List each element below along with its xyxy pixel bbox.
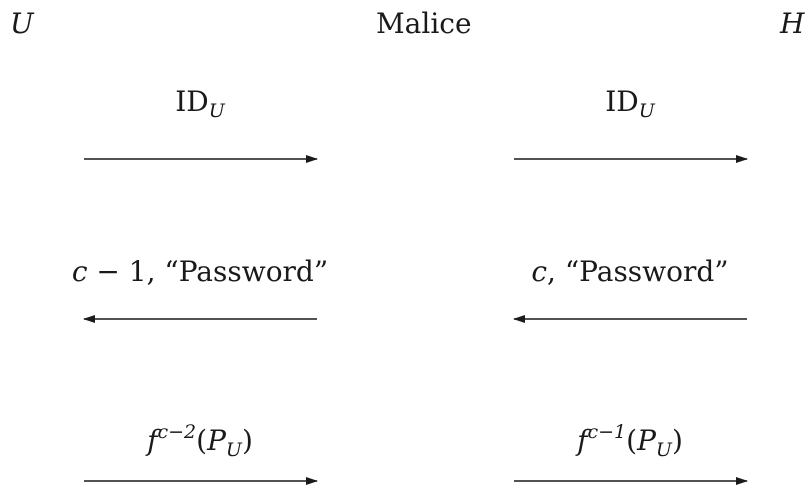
message-2-right-rest: , “Password” xyxy=(547,255,729,288)
password-subscript: U xyxy=(655,439,672,461)
open-paren: ( xyxy=(626,424,638,457)
message-3-right-label: fc−1(PU) xyxy=(480,412,780,470)
party-host-label: H xyxy=(780,7,805,40)
id-subscript: U xyxy=(638,100,655,122)
counter-variable: c xyxy=(531,255,548,288)
password-symbol: P xyxy=(637,424,656,457)
message-2-left-rest: − 1, “Password” xyxy=(87,255,329,288)
message-1-right-label: IDU xyxy=(480,82,780,131)
message-3-left-label: fc−2(PU) xyxy=(50,412,350,470)
id-text: ID xyxy=(605,85,639,118)
message-1-left-label: IDU xyxy=(50,82,350,131)
id-text: ID xyxy=(175,85,209,118)
function-symbol: f xyxy=(147,424,158,457)
message-2-right-label: c, “Password” xyxy=(480,252,780,292)
message-2-left-label: c − 1, “Password” xyxy=(50,252,350,292)
function-exponent: c−2 xyxy=(157,421,197,443)
close-paren: ) xyxy=(241,424,253,457)
party-user-label: U xyxy=(10,7,34,40)
open-paren: ( xyxy=(196,424,208,457)
party-malice-label: Malice xyxy=(376,7,472,40)
close-paren: ) xyxy=(671,424,683,457)
function-symbol: f xyxy=(577,424,588,457)
counter-variable: c xyxy=(71,255,88,288)
password-subscript: U xyxy=(225,439,242,461)
id-subscript: U xyxy=(208,100,225,122)
password-symbol: P xyxy=(207,424,226,457)
function-exponent: c−1 xyxy=(587,421,627,443)
